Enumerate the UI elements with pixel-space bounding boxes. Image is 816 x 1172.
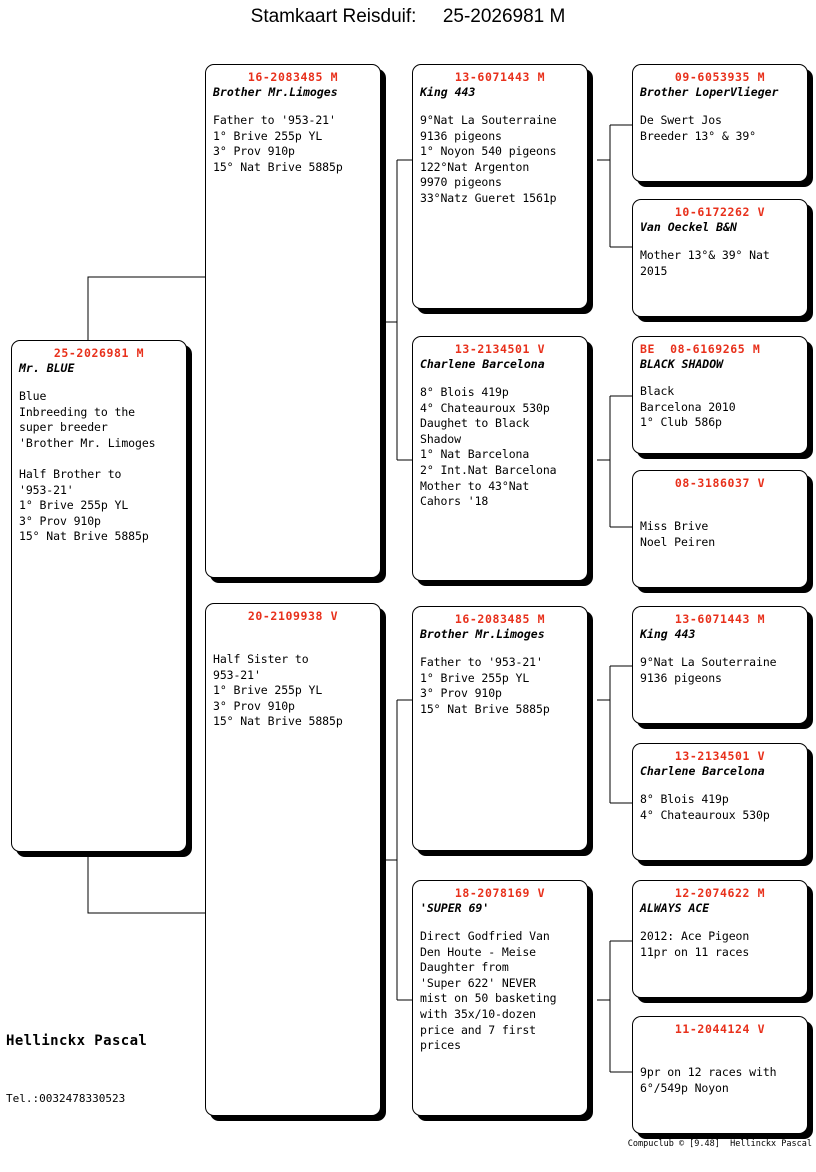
pedigree-box-greatgrandparent-5[interactable]: 13-6071443 M King 443 9°Nat La Souterrai… — [632, 606, 808, 724]
father-notes: Father to '953-21' 1° Brive 255p YL 3° P… — [213, 113, 343, 174]
greatgrandparent-2-notes: Mother 13°& 39° Nat 2015 — [640, 248, 770, 278]
mother-name — [213, 624, 373, 638]
pedigree-box-subject[interactable]: 25-2026981 M Mr. BLUE Blue Inbreeding to… — [11, 340, 187, 852]
greatgrandparent-4-ring-number: 08-3186037 V — [674, 476, 766, 490]
greatgrandparent-4-notes: Miss Brive Noel Peiren — [640, 519, 716, 549]
greatgrandparent-5-ring-number: 13-6071443 M — [674, 612, 766, 626]
grandparent-2-notes: 8° Blois 419p 4° Chateauroux 530p Daughe… — [420, 385, 557, 509]
subject-ring-number: 25-2026981 M — [53, 346, 145, 360]
pedigree-box-greatgrandparent-4[interactable]: 08-3186037 V Miss Brive Noel Peiren — [632, 470, 808, 588]
greatgrandparent-7-name: ALWAYS ACE — [640, 901, 710, 915]
pedigree-box-greatgrandparent-7[interactable]: 12-2074622 M ALWAYS ACE 2012: Ace Pigeon… — [632, 880, 808, 998]
greatgrandparent-3-name: BLACK SHADOW — [640, 357, 724, 371]
father-name: Brother Mr.Limoges — [213, 85, 338, 99]
greatgrandparent-8-name — [640, 1037, 800, 1051]
greatgrandparent-2-name: Van Oeckel B&N — [640, 220, 737, 234]
pedigree-box-grandparent-3[interactable]: 16-2083485 M Brother Mr.Limoges Father t… — [412, 606, 588, 851]
breeder-name: Hellinckx Pascal — [6, 1033, 148, 1049]
greatgrandparent-3-ring-number: BE 08-6169265 M — [640, 342, 761, 356]
greatgrandparent-7-notes: 2012: Ace Pigeon 11pr on 11 races — [640, 929, 750, 959]
greatgrandparent-4-name — [640, 491, 800, 505]
grandparent-2-ring-number: 13-2134501 V — [454, 342, 546, 356]
mother-notes: Half Sister to 953-21' 1° Brive 255p YL … — [213, 652, 343, 729]
subject-notes: Blue Inbreeding to the super breeder 'Br… — [19, 389, 156, 544]
greatgrandparent-3-notes: Black Barcelona 2010 1° Club 586p — [640, 384, 736, 430]
greatgrandparent-8-ring-number: 11-2044124 V — [674, 1022, 766, 1036]
pedigree-box-father[interactable]: 16-2083485 M Brother Mr.Limoges Father t… — [205, 64, 381, 578]
greatgrandparent-8-notes: 9pr on 12 races with 6°/549p Noyon — [640, 1065, 777, 1095]
grandparent-1-ring-number: 13-6071443 M — [454, 70, 546, 84]
grandparent-3-name: Brother Mr.Limoges — [420, 627, 545, 641]
greatgrandparent-2-ring-number: 10-6172262 V — [674, 205, 766, 219]
greatgrandparent-1-ring-number: 09-6053935 M — [674, 70, 766, 84]
mother-ring-number: 20-2109938 V — [247, 609, 339, 623]
pedigree-box-greatgrandparent-3[interactable]: BE 08-6169265 M BLACK SHADOW Black Barce… — [632, 336, 808, 454]
grandparent-4-ring-number: 18-2078169 V — [454, 886, 546, 900]
pedigree-box-greatgrandparent-1[interactable]: 09-6053935 M Brother LoperVlieger De Swe… — [632, 64, 808, 182]
page-title: Stamkaart Reisduif: 25-2026981 M — [250, 6, 566, 27]
subject-name: Mr. BLUE — [19, 361, 75, 375]
pedigree-box-greatgrandparent-8[interactable]: 11-2044124 V 9pr on 12 races with 6°/549… — [632, 1016, 808, 1134]
pedigree-box-mother[interactable]: 20-2109938 V Half Sister to 953-21' 1° B… — [205, 603, 381, 1116]
grandparent-4-notes: Direct Godfried Van Den Houte - Meise Da… — [420, 929, 557, 1053]
grandparent-3-notes: Father to '953-21' 1° Brive 255p YL 3° P… — [420, 655, 550, 716]
copyright-notice: Compuclub © [9.48] Hellinckx Pascal — [627, 1139, 812, 1149]
greatgrandparent-6-name: Charlene Barcelona — [640, 764, 765, 778]
greatgrandparent-1-notes: De Swert Jos Breeder 13° & 39° — [640, 113, 757, 143]
pedigree-box-greatgrandparent-6[interactable]: 13-2134501 V Charlene Barcelona 8° Blois… — [632, 743, 808, 861]
grandparent-3-ring-number: 16-2083485 M — [454, 612, 546, 626]
pedigree-box-grandparent-4[interactable]: 18-2078169 V 'SUPER 69' Direct Godfried … — [412, 880, 588, 1116]
grandparent-2-name: Charlene Barcelona — [420, 357, 545, 371]
greatgrandparent-6-notes: 8° Blois 419p 4° Chateauroux 530p — [640, 792, 770, 822]
grandparent-4-name: 'SUPER 69' — [420, 901, 490, 915]
breeder-telephone: Tel.:0032478330523 — [6, 1092, 126, 1105]
greatgrandparent-6-ring-number: 13-2134501 V — [674, 749, 766, 763]
grandparent-1-name: King 443 — [420, 85, 476, 99]
greatgrandparent-1-name: Brother LoperVlieger — [640, 85, 779, 99]
greatgrandparent-5-notes: 9°Nat La Souterraine 9136 pigeons — [640, 655, 777, 685]
grandparent-1-notes: 9°Nat La Souterraine 9136 pigeons 1° Noy… — [420, 113, 557, 205]
greatgrandparent-7-ring-number: 12-2074622 M — [674, 886, 766, 900]
greatgrandparent-5-name: King 443 — [640, 627, 696, 641]
pedigree-box-grandparent-2[interactable]: 13-2134501 V Charlene Barcelona 8° Blois… — [412, 336, 588, 581]
father-ring-number: 16-2083485 M — [247, 70, 339, 84]
pedigree-box-grandparent-1[interactable]: 13-6071443 M King 443 9°Nat La Souterrai… — [412, 64, 588, 309]
pedigree-box-greatgrandparent-2[interactable]: 10-6172262 V Van Oeckel B&N Mother 13°& … — [632, 199, 808, 317]
